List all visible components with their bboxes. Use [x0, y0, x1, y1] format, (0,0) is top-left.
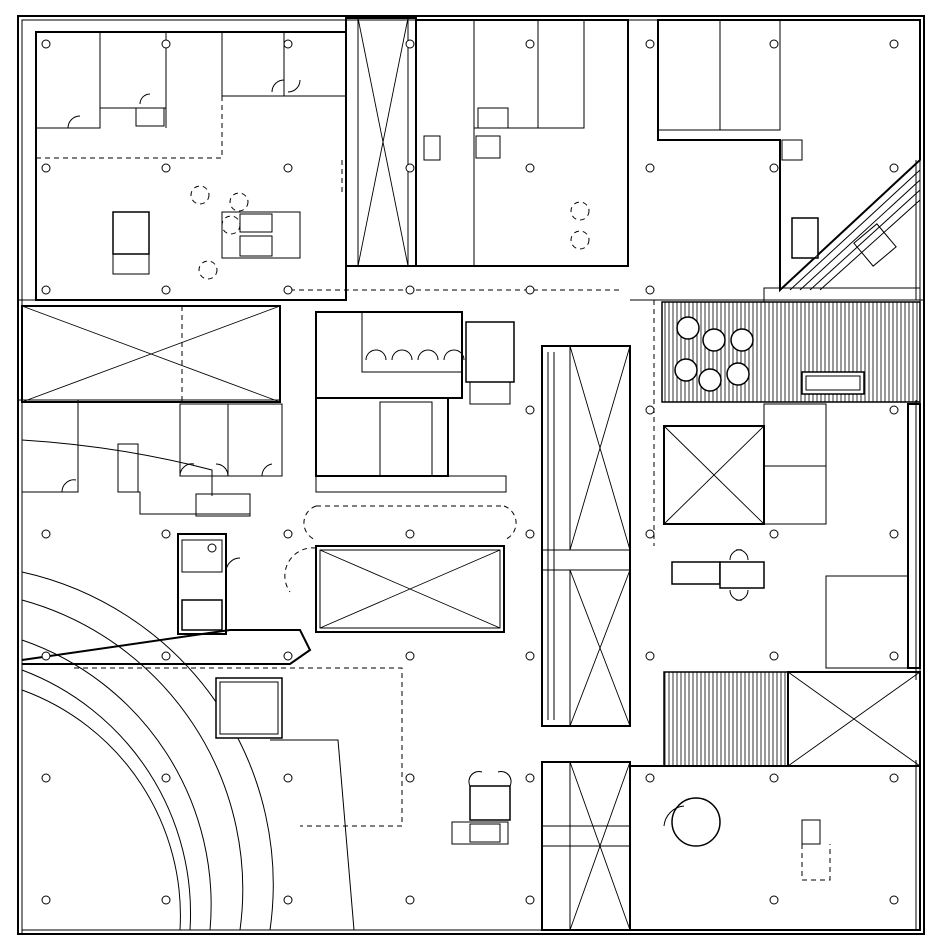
- auditorium-southwest: [21, 571, 403, 931]
- columns: [41, 39, 899, 905]
- partition-lines: [341, 20, 655, 546]
- facade-glazing: [17, 20, 921, 934]
- room-west-middle: [21, 399, 283, 517]
- room-northeast: [657, 19, 921, 303]
- stair-south-center: [451, 771, 512, 845]
- room-north-center: [415, 19, 629, 267]
- room-northwest: [35, 31, 347, 301]
- reception-desk-east: [671, 549, 765, 601]
- void-center: [284, 505, 517, 633]
- room-southeast: [629, 671, 921, 931]
- void-east: [663, 403, 921, 669]
- void-shaft-lower: [541, 761, 631, 931]
- stair-cluster-nw: [112, 107, 301, 280]
- core-stair: [315, 397, 507, 493]
- void-shaft-upper: [541, 345, 631, 727]
- void-west: [21, 305, 281, 403]
- toilet-block-west: [177, 533, 241, 635]
- core-toilets: [315, 311, 515, 405]
- lounge-east: [661, 301, 921, 403]
- void-north: [345, 17, 417, 267]
